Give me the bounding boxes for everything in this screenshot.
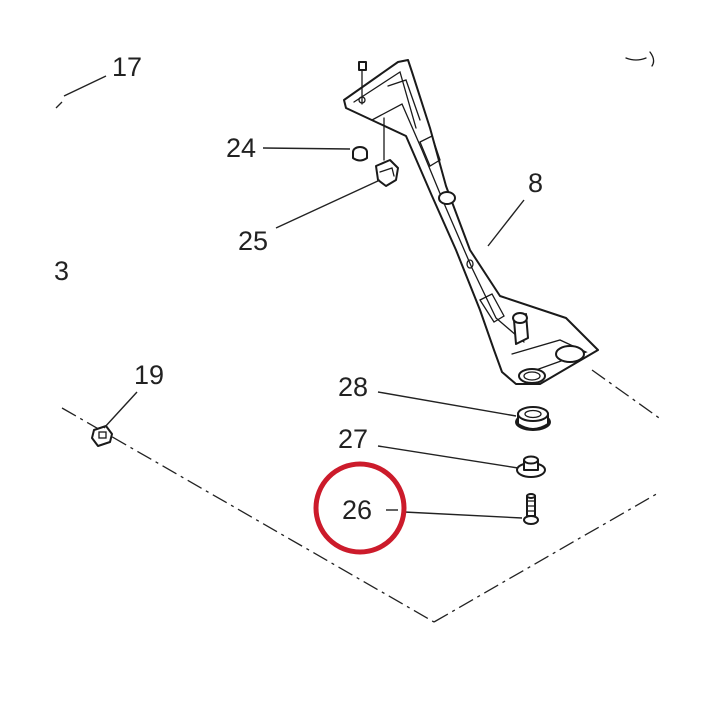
square-nut-part-19	[91, 425, 113, 447]
callout-25: 25	[238, 226, 268, 256]
cropped-callout-fragment	[625, 51, 655, 67]
clip-part-25	[375, 159, 399, 187]
highlight-circle	[313, 461, 407, 555]
callout-19: 19	[134, 360, 164, 390]
callout-28: 28	[338, 372, 368, 402]
callout-17: 17	[112, 52, 142, 82]
callout-26: 26	[342, 495, 372, 525]
bolt-part-26	[523, 493, 539, 525]
callout-3: 3	[54, 256, 69, 286]
grommet-part-28	[515, 406, 551, 431]
leader-lines	[63, 75, 525, 519]
callout-27: 27	[338, 424, 368, 454]
nut-part-24	[352, 146, 368, 162]
callout-8: 8	[528, 168, 543, 198]
callout-24: 24	[226, 133, 256, 163]
floor-plane-outline	[55, 101, 663, 623]
washer-part-27	[516, 455, 546, 478]
bracket-part-8	[343, 59, 599, 385]
